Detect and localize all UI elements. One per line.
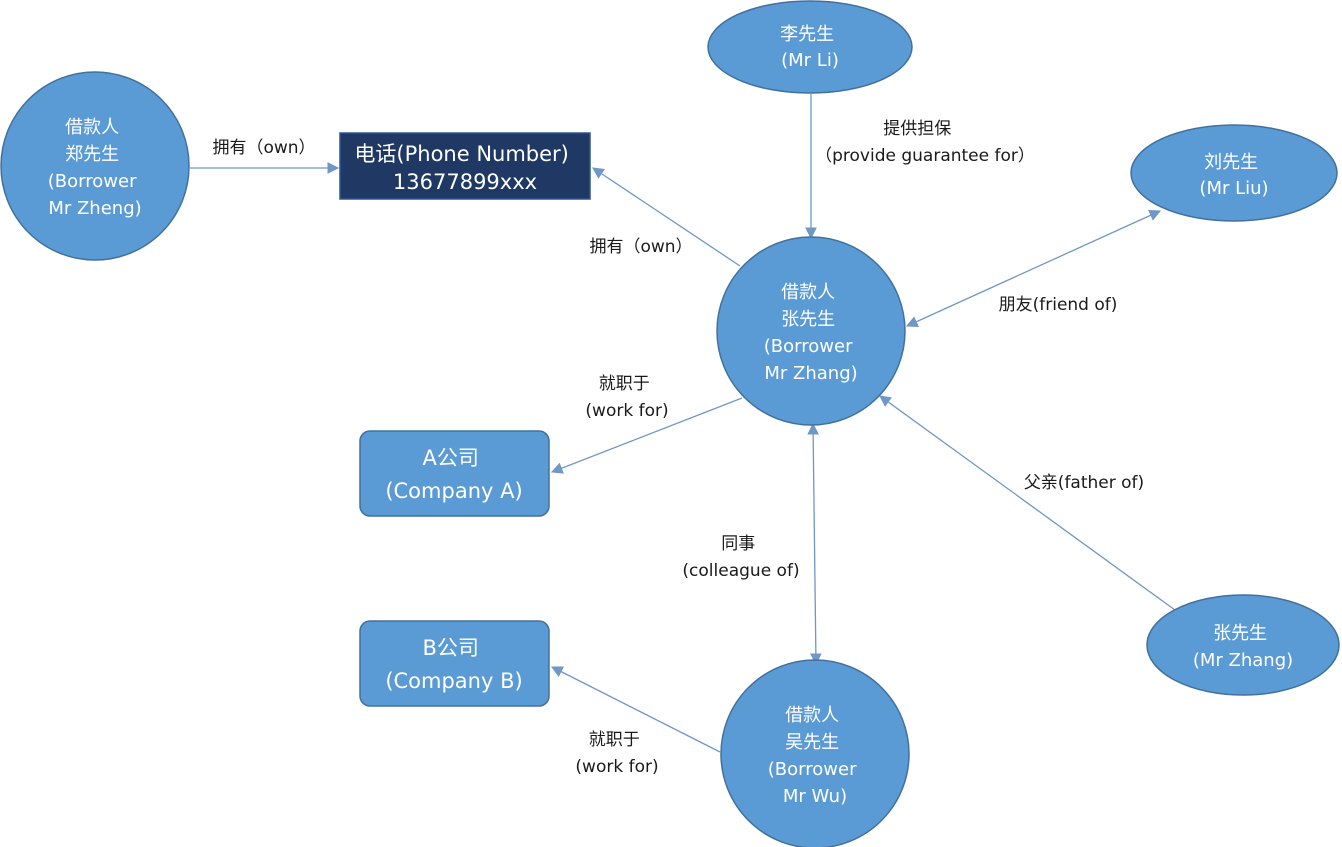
node-label: 电话(Phone Number) 13677899xxx — [354, 142, 575, 194]
edge-label-liu-zhang: 朋友(friend of) — [999, 295, 1118, 315]
node-label: A公司 (Company A) — [385, 446, 522, 503]
node-shape — [1146, 594, 1340, 696]
node-label: 张先生 (Mr Zhang) — [1193, 623, 1293, 671]
edge-label-zhang-companya: 就职于 (work for) — [585, 374, 668, 421]
node-label-line: A公司 — [422, 446, 478, 470]
edge-label-line: 同事 — [721, 534, 755, 554]
node-label-line: 张先生 — [781, 309, 835, 330]
edge-colleague — [807, 422, 822, 666]
edge-label-line: 拥有（own） — [589, 237, 692, 257]
node-label-line: B公司 — [422, 636, 478, 660]
node-company-a: A公司 (Company A) — [359, 430, 550, 517]
edge-label-line: 就职于 — [589, 730, 640, 750]
node-label-line: 借款人 — [781, 282, 835, 303]
node-shape — [0, 71, 190, 261]
node-shape — [1130, 124, 1338, 222]
node-shape — [707, 0, 913, 94]
node-label-line: Mr Wu) — [783, 786, 847, 807]
node-mr-zhang: 张先生 (Mr Zhang) — [1146, 594, 1340, 696]
edge-label-father: 父亲(father of) — [1024, 473, 1144, 493]
node-label: 借款人 郑先生 (Borrower Mr Zheng) — [48, 117, 142, 219]
node-shape — [359, 620, 550, 707]
node-phone-number: 电话(Phone Number) 13677899xxx — [339, 132, 591, 200]
node-label: 借款人 吴先生 (Borrower Mr Wu) — [768, 705, 862, 807]
edge-label-zhang-phone: 拥有（own） — [589, 237, 692, 257]
node-label: B公司 (Company B) — [385, 636, 522, 693]
node-label-line: Mr Zheng) — [48, 198, 141, 219]
node-label-line: 借款人 — [785, 705, 839, 726]
edge-zhang-phone — [592, 167, 741, 267]
edge-label-line: 拥有（own） — [212, 138, 315, 158]
node-shape — [359, 430, 550, 517]
node-label-line: 13677899xxx — [393, 170, 537, 194]
node-label-line: (Mr Liu) — [1199, 178, 1268, 199]
node-label-line: Mr Zhang) — [764, 363, 857, 384]
node-label-line: (Mr Li) — [781, 50, 839, 71]
edge-father — [879, 395, 1176, 611]
node-label-line: 郑先生 — [65, 144, 119, 165]
node-borrower-zheng: 借款人 郑先生 (Borrower Mr Zheng) — [0, 71, 190, 261]
node-label-line: (Borrower — [764, 336, 853, 357]
edge-label-line: 就职于 — [599, 374, 650, 394]
edge-label-line: 父亲(father of) — [1024, 473, 1144, 493]
edge-label-wu-companyb: 就职于 (work for) — [575, 730, 658, 777]
edge-label-li-zhang: 提供担保 （provide guarantee for） — [815, 119, 1035, 166]
node-label-line: (Company B) — [385, 669, 522, 693]
node-label: 借款人 张先生 (Borrower Mr Zhang) — [764, 282, 858, 384]
node-label-line: 刘先生 — [1204, 152, 1258, 173]
edge-label-zheng-phone: 拥有（own） — [212, 138, 315, 158]
node-label-line: (Borrower — [48, 171, 137, 192]
node-label-line: 借款人 — [65, 117, 119, 138]
node-label-line: (Mr Zhang) — [1193, 650, 1293, 671]
node-shape — [339, 132, 591, 200]
node-label-line: 李先生 — [780, 24, 834, 45]
node-shape — [720, 659, 910, 847]
node-label-line: 张先生 — [1213, 623, 1267, 644]
edge-label-line: 朋友(friend of) — [999, 295, 1118, 315]
node-company-b: B公司 (Company B) — [359, 620, 550, 707]
node-label-line: (Company A) — [385, 479, 522, 503]
edges — [190, 94, 1176, 753]
edge-label-line: (work for) — [585, 401, 668, 421]
node-label: 刘先生 (Mr Liu) — [1199, 152, 1268, 199]
edge-label-line: (work for) — [575, 757, 658, 777]
node-borrower-zhang: 借款人 张先生 (Borrower Mr Zhang) — [716, 236, 906, 426]
edge-liu-zhang — [905, 210, 1162, 327]
edge-labels: 拥有（own） 拥有（own） 提供担保 （provide guarantee … — [212, 119, 1144, 777]
edge-zhang-companya — [550, 397, 743, 474]
edge-label-line: (colleague of) — [682, 561, 799, 581]
node-label-line: (Borrower — [768, 759, 857, 780]
node-shape — [716, 236, 906, 426]
node-label-line: 吴先生 — [785, 732, 839, 753]
edge-label-line: 提供担保 — [883, 119, 951, 139]
node-mr-li: 李先生 (Mr Li) — [707, 0, 913, 94]
node-label-line: 电话(Phone Number) — [354, 142, 568, 166]
node-mr-liu: 刘先生 (Mr Liu) — [1130, 124, 1338, 222]
node-borrower-wu: 借款人 吴先生 (Borrower Mr Wu) — [720, 659, 910, 847]
edge-label-colleague: 同事 (colleague of) — [682, 534, 799, 581]
edge-label-line: （provide guarantee for） — [815, 146, 1035, 166]
edge-wu-companyb — [550, 666, 721, 753]
node-label: 李先生 (Mr Li) — [780, 24, 840, 71]
